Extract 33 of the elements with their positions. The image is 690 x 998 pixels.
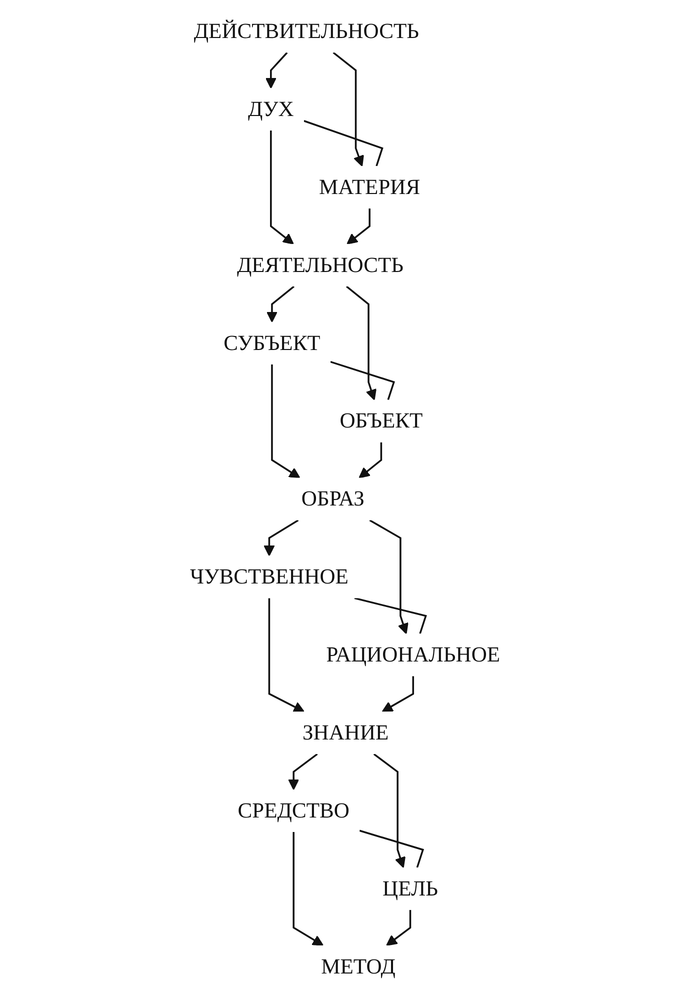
- arrow: [264, 519, 299, 556]
- arrow: [268, 598, 304, 712]
- node-text: ДЕЙСТВИТЕЛЬНОСТЬ: [194, 19, 420, 44]
- node-text: СРЕДСТВО: [238, 798, 350, 822]
- arrow: [358, 442, 382, 478]
- node-text: ОБРАЗ: [301, 486, 364, 511]
- node-text: СУБЪЕКТ: [224, 330, 320, 355]
- arrow: [346, 286, 376, 400]
- arrow: [266, 286, 294, 322]
- arrow: [386, 910, 412, 946]
- arrow: [369, 519, 408, 634]
- arrow: [270, 130, 294, 244]
- arrow: [265, 52, 288, 89]
- arrow: [288, 753, 318, 790]
- arrow: [332, 52, 364, 167]
- connector: [354, 597, 427, 634]
- node-text: ЗНАНИЕ: [302, 720, 389, 745]
- connector: [330, 360, 395, 400]
- node-text: ЦЕЛЬ: [382, 876, 438, 900]
- node-text: МАТЕРИЯ: [319, 174, 420, 199]
- node-text: ДЕЯТЕЛЬНОСТЬ: [236, 252, 404, 277]
- arrow: [346, 208, 370, 244]
- arrow: [292, 832, 324, 946]
- node-text: ОБЪЕКТ: [340, 408, 423, 433]
- node-text: МЕТОД: [321, 954, 396, 978]
- connector: [304, 120, 384, 166]
- arrow: [382, 676, 414, 712]
- node-text: ДУХ: [248, 96, 294, 122]
- node-text: ЧУВСТВЕННОЕ: [190, 564, 348, 589]
- arrow: [373, 753, 406, 868]
- node-text: РАЦИОНАЛЬНОЕ: [326, 642, 500, 667]
- connector: [359, 830, 424, 868]
- arrow: [271, 364, 300, 478]
